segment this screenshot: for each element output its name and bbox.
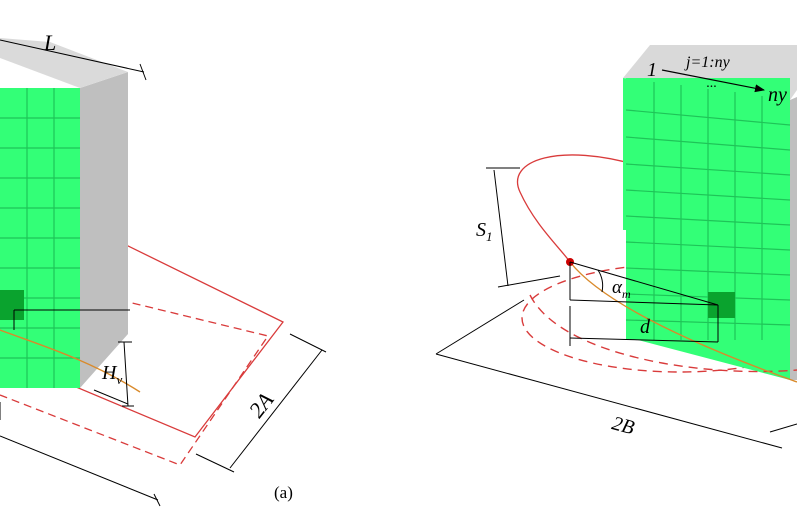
right-dim-S1	[493, 169, 509, 287]
right-facade-grid	[625, 82, 791, 340]
left-footprint-dashed	[0, 299, 270, 466]
right-trajectory-orange	[569, 261, 797, 383]
left-dim-Hv	[123, 341, 129, 407]
left-caption: (a)	[274, 483, 293, 502]
left-dim-L	[0, 39, 145, 73]
left-label-2A: 2A	[244, 387, 279, 422]
left-trajectory	[0, 329, 141, 393]
left-highlight-cell	[0, 290, 24, 320]
right-building-side	[790, 97, 797, 380]
right-label-S1: S1	[476, 219, 493, 244]
right-dim-2B	[435, 353, 783, 449]
left-building-side	[80, 72, 128, 388]
right-index-arrow	[661, 69, 765, 93]
right-panel: αm d S1 2B 1 j=1:ny ··· ny	[435, 45, 797, 449]
left-dim-2A	[229, 349, 323, 469]
right-trajectory-ellipse	[517, 154, 641, 263]
right-label-alpha: αm	[612, 277, 631, 301]
right-dim-d	[569, 337, 719, 343]
right-label-ny: ny	[768, 84, 787, 106]
left-building-top	[0, 38, 128, 88]
right-footprint-front	[529, 294, 797, 373]
left-dim-bottom	[0, 435, 159, 501]
right-label-d: d	[640, 316, 651, 338]
right-label-2B: 2B	[610, 412, 637, 439]
left-panel: L Hv 2A (a)	[0, 30, 327, 507]
left-label-Hv: Hv	[101, 362, 122, 387]
left-label-L: L	[43, 30, 56, 55]
right-label-j: j=1:ny	[684, 54, 731, 71]
right-label-dots: ···	[706, 80, 717, 95]
right-label-1: 1	[647, 59, 657, 81]
